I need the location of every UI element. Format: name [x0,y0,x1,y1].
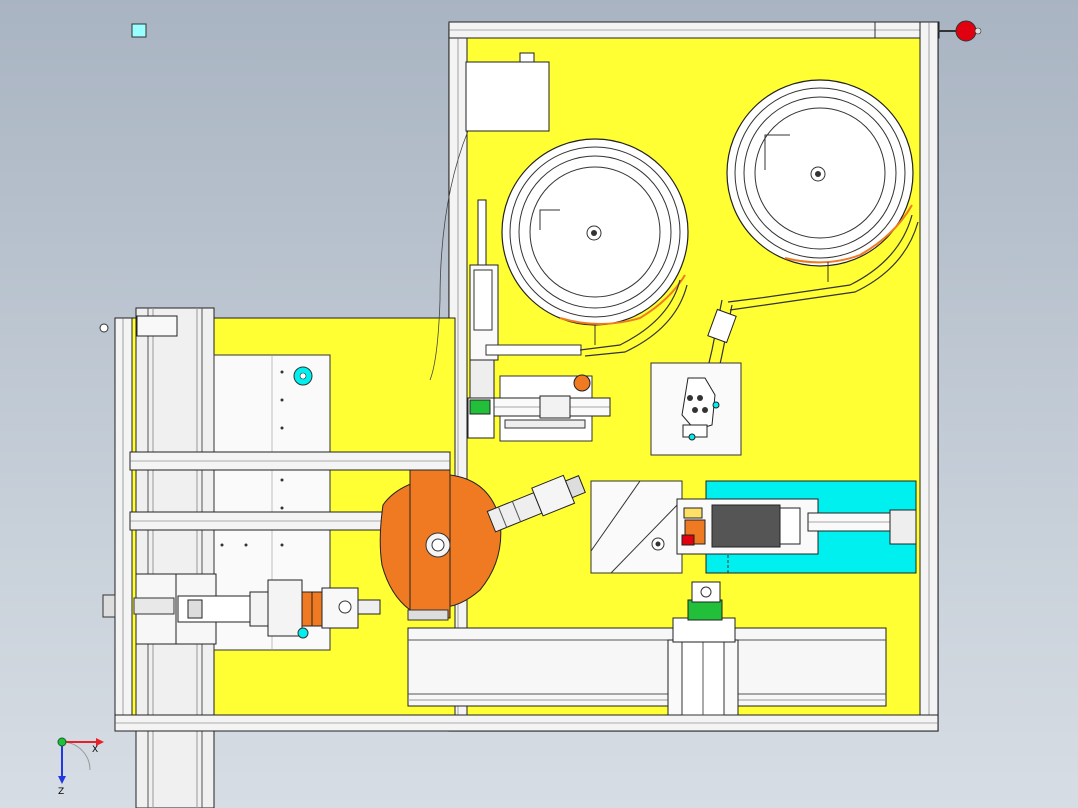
cross-rails [114,451,939,732]
chute-plate [590,480,683,574]
vibratory-bowl-feeder-1 [501,138,689,357]
cyan-pick-icon [712,401,720,409]
emergency-stop-button[interactable] [955,20,977,42]
y-axis-dot [57,737,67,747]
orientation-triad: X Z [57,737,104,797]
bottom-conveyor [407,581,887,716]
vertical-cylinder [467,199,582,439]
left-vertical-rail [114,317,133,732]
view-marker-icon [131,23,147,38]
linear-slide-rail [493,374,611,442]
control-box [429,52,550,381]
pick-station [650,362,742,456]
rotary-index-table [379,469,502,621]
vibratory-bowl-feeder-2 [726,79,919,311]
cyan-transfer-module [676,480,917,575]
cylinder-actuator [133,573,381,645]
pneumatic-gripper-module [486,474,586,533]
z-axis-label: Z [58,787,64,797]
cyan-fitting-icon [297,627,309,639]
x-axis-label: X [92,745,98,755]
